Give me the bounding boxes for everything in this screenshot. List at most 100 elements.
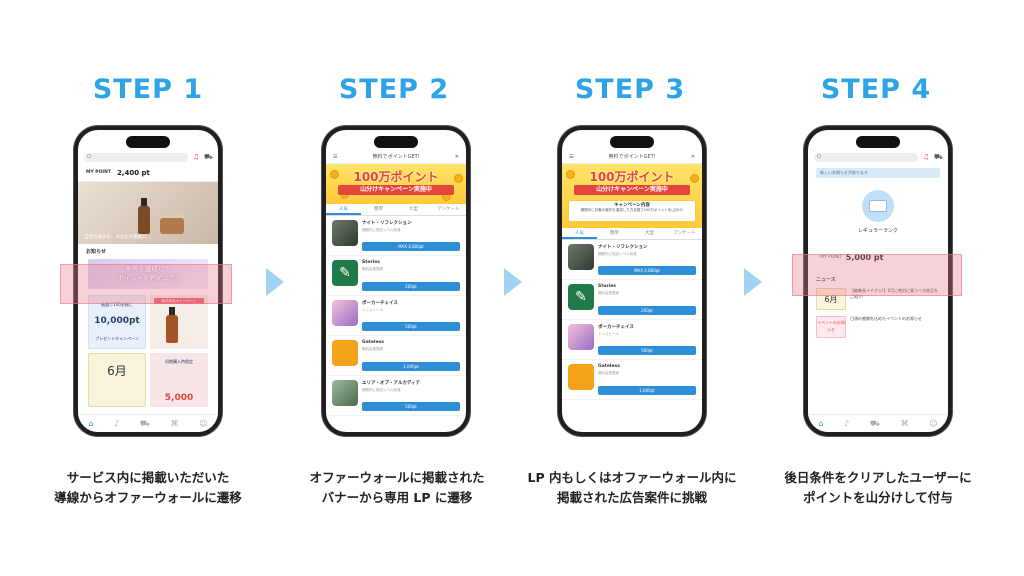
offerwall-title: 無料でポイントGET!: [372, 154, 420, 160]
offer-item[interactable]: ナイト・リフレクション 期間内に指定レベル到達 MAX 4,800pt: [326, 216, 466, 256]
tab-easy[interactable]: 簡単: [374, 207, 383, 212]
step-4-caption: 後日条件をクリアしたユーザーに ポイントを山分けして付与: [763, 468, 993, 508]
offer-item[interactable]: ポーカーチェイス インストール 500pt: [562, 320, 702, 360]
campaign-card-new-product[interactable]: 新作商品キャンペーン: [150, 295, 208, 349]
close-icon[interactable]: ✕: [690, 153, 695, 160]
offer-point-button[interactable]: 500pt: [362, 322, 460, 331]
game-icon[interactable]: ⌘: [900, 419, 909, 428]
offer-item[interactable]: ナイト・リフレクション 期間内に指定レベル到達 MAX 4,800pt: [562, 240, 702, 280]
bell-icon[interactable]: ♪: [114, 419, 120, 428]
step-1-caption-line-2: 導線からオファーウォールに遷移: [54, 490, 242, 505]
search-input[interactable]: Q: [84, 152, 188, 162]
step-1-title: STEP 1: [92, 74, 204, 105]
offer-desc: 無料会員登録: [362, 347, 383, 351]
offer-thumbnail: [332, 340, 358, 366]
campaign-banner[interactable]: 100万ポイント 山分けキャンペーン実施中 キャンペーン内容 期間中に対象の案件…: [562, 164, 702, 228]
campaign-details-title: キャンペーン内容: [614, 203, 650, 208]
offer-point-button[interactable]: 200pt: [362, 282, 460, 291]
phone-step-2: ☰ 無料でポイントGET! ✕ 100万ポイント 山分けキャンペーン実施中 人気…: [322, 126, 470, 436]
offer-thumbnail: [568, 324, 594, 350]
offer-item[interactable]: Gateless 無料会員登録 1,000pt: [326, 336, 466, 376]
notification-icon[interactable]: ♫: [922, 153, 930, 161]
news-thumbnail: イベントのお知らせ: [816, 316, 846, 338]
home-icon[interactable]: ⌂: [88, 419, 94, 428]
tab-bar: ⌂ ♪ ⛟ ⌘ ☺: [808, 414, 948, 432]
news-item[interactable]: 6月 【編集長イチオシ!】6月に絶対に買うべき商品をご紹介!: [808, 285, 948, 313]
offer-point-button[interactable]: MAX 4,800pt: [598, 266, 696, 275]
tab-large[interactable]: 大型: [409, 207, 418, 212]
offer-thumbnail: [332, 220, 358, 246]
tab-popular[interactable]: 人気: [562, 228, 597, 239]
step-3-caption: LP 内もしくはオファーウォール内に 掲載された広告案件に挑戦: [517, 468, 747, 508]
tab-survey[interactable]: アンケート: [673, 231, 696, 236]
offer-point-button[interactable]: 200pt: [598, 306, 696, 315]
game-icon[interactable]: ⌘: [170, 419, 179, 428]
menu-icon[interactable]: ☰: [333, 153, 338, 160]
banner-title: 100万ポイント: [353, 170, 439, 184]
notice-label: お知らせ: [86, 249, 106, 255]
tab-survey[interactable]: アンケート: [437, 207, 460, 212]
basket-icon: [862, 190, 894, 222]
offer-item[interactable]: ポーカーチェイス インストール 500pt: [326, 296, 466, 336]
tab-popular[interactable]: 人気: [326, 204, 361, 215]
feather-icon: ✎: [332, 260, 358, 286]
banner-subtitle: 山分けキャンペーン実施中: [574, 185, 690, 195]
news-item[interactable]: イベントのお知らせ 日頃の感謝を込めたイベントのお知らせ: [808, 313, 948, 341]
home-icon[interactable]: ⌂: [818, 419, 824, 428]
offer-item[interactable]: Gateless 無料会員登録 1,000pt: [562, 360, 702, 400]
cart-icon[interactable]: ⛟: [934, 153, 943, 161]
phone-notch: [126, 136, 170, 148]
offer-thumbnail: [568, 244, 594, 270]
phone-step-3: ☰ 無料でポイントGET! ✕ 100万ポイント 山分けキャンペーン実施中 キャ…: [558, 126, 706, 436]
news-thumbnail: 6月: [816, 288, 846, 310]
step-1-caption: サービス内に掲載いただいた 導線からオファーウォールに遷移: [33, 468, 263, 508]
notification-icon[interactable]: ♫: [192, 153, 200, 161]
offer-point-button[interactable]: 1,000pt: [362, 362, 460, 371]
rank-label: レギュラーランク: [857, 228, 898, 234]
campaign-banner[interactable]: 100万ポイント 山分けキャンペーン実施中: [326, 164, 466, 204]
hero-banner[interactable]: 自然の恵みを、あなたの素肌に…: [78, 182, 218, 244]
offer-name: Gateless: [362, 340, 384, 345]
feather-icon: ✎: [568, 284, 594, 310]
highlight-condition-banner: [60, 264, 232, 304]
notice-bar[interactable]: 新しいお知らせがあります: [816, 168, 940, 178]
campaign-card-10000[interactable]: 抽選で100名様に 10,000pt プレゼントキャンペーン: [88, 295, 146, 349]
profile-icon[interactable]: ☺: [929, 419, 938, 428]
my-point-label: MY POINT: [820, 254, 842, 260]
campaign-card-june[interactable]: 6月: [88, 353, 146, 407]
offer-item[interactable]: ✎ Stories 無料会員登録 200pt: [326, 256, 466, 296]
cart-icon[interactable]: ⛟: [204, 153, 213, 161]
tab-easy[interactable]: 簡単: [610, 231, 619, 236]
menu-icon[interactable]: ☰: [569, 153, 574, 160]
offer-point-button[interactable]: 1,000pt: [598, 386, 696, 395]
campaign-card-5000[interactable]: 初期購入時限定 5,000: [150, 353, 208, 407]
step-4-caption-line-1: 後日条件をクリアしたユーザーに: [784, 470, 972, 485]
offer-name: ナイト・リフレクション: [598, 245, 648, 250]
offer-desc: 期間内に指定レベル到達: [362, 388, 401, 392]
search-icon: Q: [87, 154, 91, 160]
offer-desc: インストール: [598, 332, 619, 336]
condition-banner-line-2: ポイントを貯めよう!: [117, 274, 179, 282]
search-input[interactable]: Q: [814, 152, 918, 162]
offer-desc: 期間内に指定レベル到達: [598, 252, 637, 256]
cart-tab-icon[interactable]: ⛟: [869, 418, 880, 428]
offer-point-button[interactable]: 500pt: [362, 402, 460, 411]
bell-icon[interactable]: ♪: [844, 419, 850, 428]
rank-section: レギュラーランク: [808, 182, 948, 234]
offer-thumbnail: [568, 364, 594, 390]
close-icon[interactable]: ✕: [454, 153, 459, 160]
offer-name: Gateless: [598, 364, 620, 369]
card-big-value: 5,000: [164, 393, 194, 403]
arrow-3-to-4: [744, 268, 762, 296]
cart-tab-icon[interactable]: ⛟: [139, 418, 150, 428]
tab-large[interactable]: 大型: [645, 231, 654, 236]
offer-item[interactable]: エリア・オブ・アルカディア 期間内に指定レベル到達 500pt: [326, 376, 466, 416]
arrow-2-to-3: [504, 268, 522, 296]
my-point-row: MY POINT 5,000 pt: [814, 244, 942, 270]
hero-banner-text: 自然の恵みを、あなたの素肌に…: [84, 235, 152, 240]
profile-icon[interactable]: ☺: [199, 419, 208, 428]
step-2-caption-line-2: バナーから専用 LP に遷移: [321, 490, 473, 505]
offer-point-button[interactable]: MAX 4,800pt: [362, 242, 460, 251]
offer-item[interactable]: ✎ Stories 無料会員登録 200pt: [562, 280, 702, 320]
offer-point-button[interactable]: 500pt: [598, 346, 696, 355]
